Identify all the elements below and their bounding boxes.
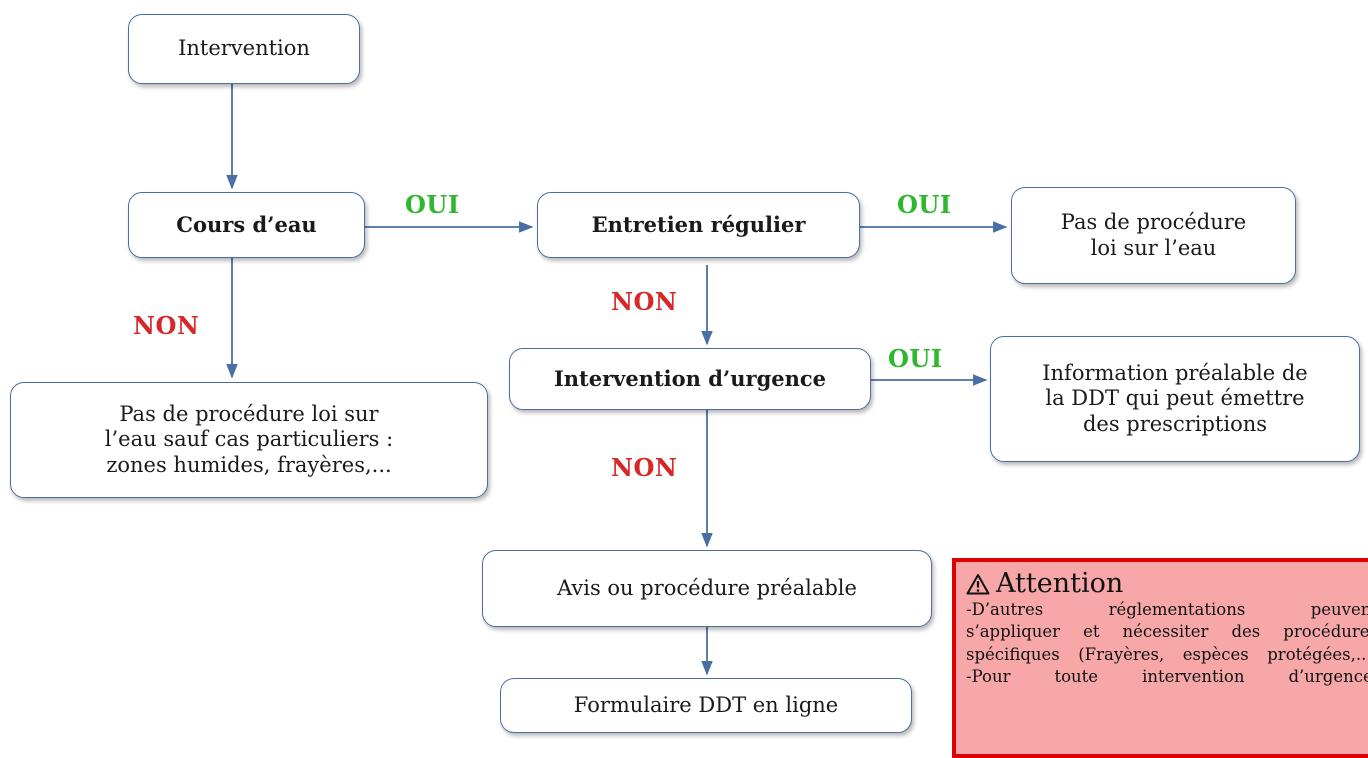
flow-edges	[226, 84, 1008, 676]
label-non-cours: NON	[133, 311, 200, 340]
warning-icon	[966, 573, 990, 595]
node-pas-de-procedure: Pas de procédure loi sur l’eau	[1011, 187, 1296, 284]
node-avis-procedure: Avis ou procédure préalable	[482, 550, 932, 627]
attention-line: s’appliquer et nécessiter des procédures	[966, 622, 1368, 642]
label-non-entretien: NON	[611, 287, 678, 316]
attention-line: -D’autres réglementations peuvent	[966, 600, 1368, 620]
node-information-prealable: Information préalable de la DDT qui peut…	[990, 336, 1360, 462]
attention-line: -Pour toute intervention d’urgence,	[966, 666, 1368, 686]
label-oui-cours-entretien: OUI	[405, 190, 460, 219]
label-oui-urgence-information: OUI	[888, 344, 943, 373]
attention-title-text: Attention	[996, 568, 1124, 599]
node-pas-de-procedure-sauf-cas: Pas de procédure loi sur l’eau sauf cas …	[10, 382, 488, 498]
label-oui-entretien-pas: OUI	[897, 190, 952, 219]
attention-title: Attention	[966, 568, 1368, 599]
attention-box: Attention -D’autres réglementations peuv…	[952, 558, 1368, 758]
node-cours-eau: Cours d’eau	[128, 192, 365, 258]
node-intervention-urgence: Intervention d’urgence	[509, 348, 871, 410]
attention-line: spécifiques (Frayères, espèces protégées…	[966, 644, 1368, 664]
node-entretien-regulier: Entretien régulier	[537, 192, 860, 258]
label-non-urgence: NON	[611, 453, 678, 482]
node-formulaire-ddt: Formulaire DDT en ligne	[500, 678, 912, 733]
node-intervention: Intervention	[128, 14, 360, 84]
